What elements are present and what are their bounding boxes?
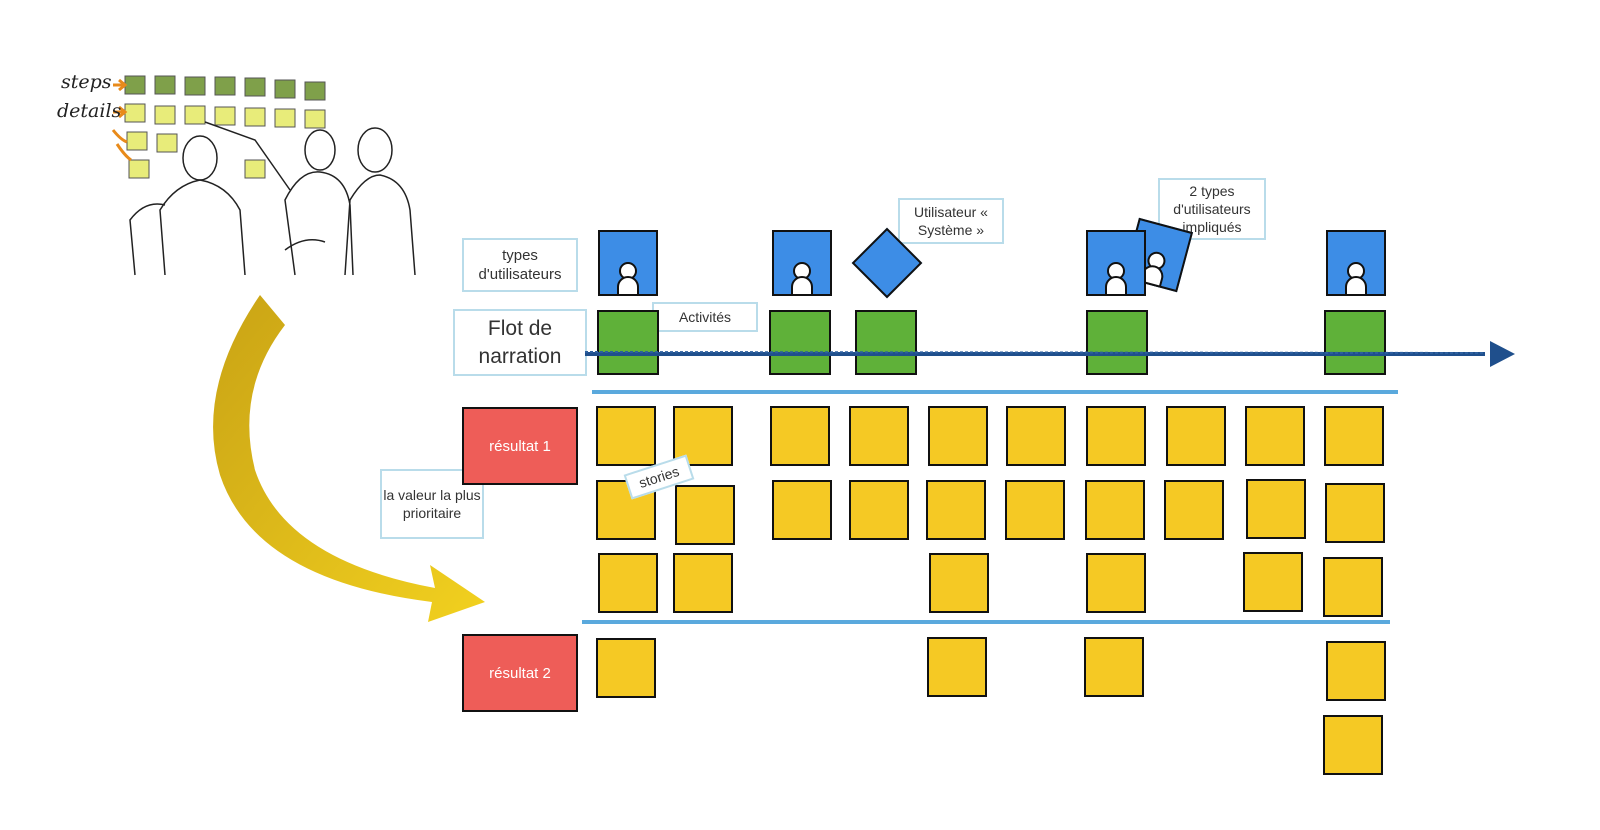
story-card: [598, 553, 658, 613]
story-card: [927, 637, 987, 697]
story-card: [1084, 637, 1144, 697]
story-card: [1006, 406, 1066, 466]
story-card: [673, 553, 733, 613]
story-card: [929, 553, 989, 613]
story-card: [1326, 641, 1386, 701]
story-card: [1086, 406, 1146, 466]
team-at-wall-sketch: steps details: [57, 71, 416, 276]
story-card: [1245, 406, 1305, 466]
story-card: [928, 406, 988, 466]
outcome-2-card: résultat 2: [462, 634, 578, 712]
story-card: [1086, 553, 1146, 613]
story-card: [1323, 557, 1383, 617]
story-card: [1323, 715, 1383, 775]
activities-label: Activités: [652, 302, 758, 332]
user-card: [598, 230, 658, 296]
sketch-illustration: steps details: [55, 60, 425, 290]
story-card: [770, 406, 830, 466]
story-card: [596, 638, 656, 698]
details-label: details: [57, 100, 122, 122]
story-card: [1324, 406, 1384, 466]
activity-card: [597, 310, 659, 375]
story-card: [1325, 483, 1385, 543]
story-card: [1005, 480, 1065, 540]
story-card: [926, 480, 986, 540]
story-card: [1243, 552, 1303, 612]
story-card: [772, 480, 832, 540]
user-card: [772, 230, 832, 296]
story-card: [1166, 406, 1226, 466]
system-user-label: Utilisateur « Système »: [898, 198, 1004, 244]
user-card: [1326, 230, 1386, 296]
user-types-label: types d'utilisateurs: [462, 238, 578, 292]
release-line: [592, 390, 1398, 394]
story-card: [849, 480, 909, 540]
activity-card: [769, 310, 831, 375]
user-card: [1086, 230, 1146, 296]
story-card: [1246, 479, 1306, 539]
narrative-flow-arrow-icon: [585, 341, 1515, 367]
story-card: [675, 485, 735, 545]
activity-card: [1324, 310, 1386, 375]
steps-label: steps: [61, 71, 112, 93]
outcome-1-card: résultat 1: [462, 407, 578, 485]
story-card: [596, 406, 656, 466]
release-line: [582, 620, 1390, 624]
narrative-flow-label: Flot de narration: [453, 309, 587, 376]
story-card: [1085, 480, 1145, 540]
curved-arrow-icon: [213, 295, 486, 622]
story-card: [1164, 480, 1224, 540]
activity-card: [1086, 310, 1148, 375]
story-card: [849, 406, 909, 466]
activity-card: [855, 310, 917, 375]
